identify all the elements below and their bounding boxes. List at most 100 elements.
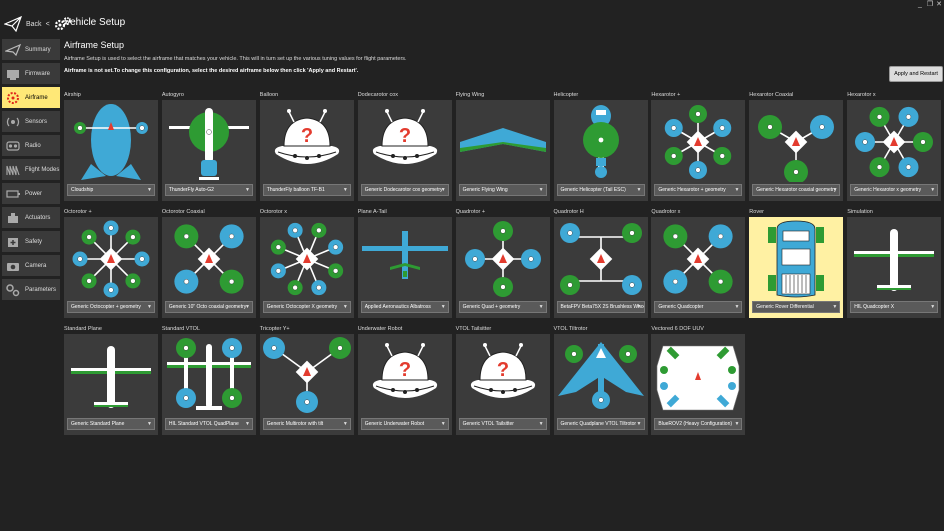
- airframe-model-select[interactable]: Generic 10" Octo coaxial geometry▼: [164, 301, 253, 313]
- airframe-model-select[interactable]: HIL Quadcopter X▼: [850, 301, 939, 313]
- airframe-tile[interactable]: ThunderFly Auto-G2▼: [161, 100, 256, 201]
- airframe-tile[interactable]: Generic Octocopter + geometry▼: [64, 217, 158, 318]
- airframe-tile[interactable]: Generic Rover Differential▼: [749, 217, 844, 318]
- sidebar-item-firmware[interactable]: Firmware: [2, 63, 60, 84]
- sidebar-item-parameters[interactable]: Parameters: [2, 279, 60, 300]
- airframe-name: VTOL Tailsitter: [455, 326, 492, 332]
- airframe-name: Autogyro: [161, 92, 184, 98]
- airframe-model-select[interactable]: BetaFPV Beta75X 2S Brushless Whoop▼: [556, 301, 645, 313]
- airframe-tile[interactable]: Generic Quadcopter▼: [651, 217, 746, 318]
- airframe-model-select[interactable]: Generic Octocopter X geometry▼: [262, 301, 351, 313]
- airframe-tile[interactable]: ?ThunderFly balloon TF-B1▼: [259, 100, 354, 201]
- airframe-tile[interactable]: Generic Hexarotor x geometry▼: [847, 100, 942, 201]
- airframe-tile[interactable]: Generic 10" Octo coaxial geometry▼: [161, 217, 256, 318]
- airframe-model-select[interactable]: HIL Standard VTOL QuadPlane▼: [164, 418, 253, 430]
- airframe-tile[interactable]: Cloudship▼: [64, 100, 158, 201]
- airframe-model-select[interactable]: ThunderFly Auto-G2▼: [164, 184, 253, 196]
- airframe-model-select[interactable]: Generic Underwater Robot▼: [360, 418, 449, 430]
- airframe-balloon[interactable]: Balloon?ThunderFly balloon TF-B1▼: [259, 90, 354, 201]
- sidebar-item-safety[interactable]: Safety: [2, 231, 60, 252]
- airframe-tile[interactable]: Generic Helicopter (Tail ESC)▼: [553, 100, 648, 201]
- airframe-model-select[interactable]: Cloudship▼: [67, 184, 155, 196]
- airframe-model-select[interactable]: Generic Hexarotor + geometry▼: [654, 184, 743, 196]
- airframe-name: Hexarotor Coaxial: [749, 92, 794, 98]
- chevron-down-icon: ▼: [734, 187, 740, 193]
- airframe-vtol-tailsitter[interactable]: VTOL Tailsitter ?Generic VTOL Tailsitter▼: [455, 324, 550, 435]
- sidebar-item-airframe[interactable]: Airframe: [2, 87, 60, 108]
- restore-button[interactable]: ❐: [926, 1, 934, 8]
- airframe-octorotor-[interactable]: Octorotor +Generic Octocopter + geometry…: [64, 207, 158, 318]
- airframe-model-select[interactable]: Generic Multirotor with tilt▼: [262, 418, 351, 430]
- minimize-button[interactable]: _: [918, 1, 922, 8]
- airframe-model-select[interactable]: BlueROV2 (Heavy Configuration)▼: [654, 418, 743, 430]
- airframe-tile[interactable]: Generic Octocopter X geometry▼: [259, 217, 354, 318]
- sidebar-item-radio[interactable]: Radio: [2, 135, 60, 156]
- sidebar-item-camera[interactable]: Camera: [2, 255, 60, 276]
- sidebar-item-flight-modes[interactable]: Flight Modes: [2, 159, 60, 180]
- airframe-model-select[interactable]: Generic Flying Wing▼: [458, 184, 547, 196]
- back-button[interactable]: Back <: [4, 14, 72, 34]
- airframe-model-select[interactable]: Generic Quadplane VTOL Tiltrotor▼: [556, 418, 645, 430]
- sidebar-item-actuators[interactable]: Actuators: [2, 207, 60, 228]
- airframe-tile[interactable]: Generic Quadplane VTOL Tiltrotor▼: [553, 334, 648, 435]
- apply-and-restart-button[interactable]: Apply and Restart: [889, 66, 943, 82]
- airframe-model-select[interactable]: ThunderFly balloon TF-B1▼: [262, 184, 351, 196]
- airframe-model-select[interactable]: Generic Dodecarotor cox geometry▼: [360, 184, 449, 196]
- airframe-tile[interactable]: ?Generic Underwater Robot▼: [357, 334, 452, 435]
- airframe-tile[interactable]: Generic Hexarotor + geometry▼: [651, 100, 746, 201]
- airframe-hexarotor-[interactable]: Hexarotor +Generic Hexarotor + geometry▼: [651, 90, 746, 201]
- airframe-model-select[interactable]: Generic Rover Differential▼: [752, 301, 841, 313]
- sensors-icon: [5, 115, 21, 129]
- airframe-tile[interactable]: ?Generic VTOL Tailsitter▼: [455, 334, 550, 435]
- airframe-model-select[interactable]: Generic Quad + geometry▼: [458, 301, 547, 313]
- airframe-quadrotor-[interactable]: Quadrotor +Generic Quad + geometry▼: [455, 207, 550, 318]
- airframe-model-select[interactable]: Generic Quadcopter▼: [654, 301, 743, 313]
- airframe-name: Dodecarotor cox: [357, 92, 399, 98]
- sidebar-item-power[interactable]: Power: [2, 183, 60, 204]
- airframe-tile[interactable]: Generic Hexarotor coaxial geometry▼: [749, 100, 844, 201]
- airframe-model-select[interactable]: Generic Standard Plane▼: [67, 418, 155, 430]
- airframe-tile[interactable]: HIL Standard VTOL QuadPlane▼: [161, 334, 256, 435]
- airframe-tile[interactable]: Generic Standard Plane▼: [64, 334, 158, 435]
- airframe-model-select[interactable]: Generic Octocopter + geometry▼: [67, 301, 155, 313]
- airframe-model-value: ThunderFly Auto-G2: [168, 187, 214, 193]
- airframe-model-select[interactable]: Generic Hexarotor x geometry▼: [850, 184, 939, 196]
- airframe-tile[interactable]: Generic Quad + geometry▼: [455, 217, 550, 318]
- airframe-model-value: HIL Quadcopter X: [854, 304, 895, 310]
- airframe-model-select[interactable]: Generic Hexarotor coaxial geometry▼: [752, 184, 841, 196]
- airframe-model-select[interactable]: Generic Helicopter (Tail ESC)▼: [556, 184, 645, 196]
- airframe-tile[interactable]: Generic Multirotor with tilt▼: [259, 334, 354, 435]
- airframe-tile[interactable]: BlueROV2 (Heavy Configuration)▼: [651, 334, 746, 435]
- airframe-tile[interactable]: HIL Quadcopter X▼: [847, 217, 942, 318]
- airframe-tile[interactable]: Applied Aeronautics Albatross▼: [357, 217, 452, 318]
- sidebar-item-summary[interactable]: Summary: [2, 39, 60, 60]
- airframe-tile[interactable]: Generic Flying Wing▼: [455, 100, 550, 201]
- airframe-tricopter-y-[interactable]: Tricopter Y+Generic Multirotor with tilt…: [259, 324, 354, 435]
- airframe-tile[interactable]: BetaFPV Beta75X 2S Brushless Whoop▼: [553, 217, 648, 318]
- close-button[interactable]: ✕: [936, 1, 942, 8]
- sidebar-item-sensors[interactable]: Sensors: [2, 111, 60, 132]
- airframe-model-select[interactable]: Generic VTOL Tailsitter▼: [458, 418, 547, 430]
- airframe-dodecarotor-cox[interactable]: Dodecarotor cox ?Generic Dodecarotor cox …: [357, 90, 452, 201]
- airframe-model-select[interactable]: Applied Aeronautics Albatross▼: [360, 301, 449, 313]
- airframe-tile[interactable]: ?Generic Dodecarotor cox geometry▼: [357, 100, 452, 201]
- airframe-underwater-robot[interactable]: Underwater Robot?Generic Underwater Robo…: [357, 324, 452, 435]
